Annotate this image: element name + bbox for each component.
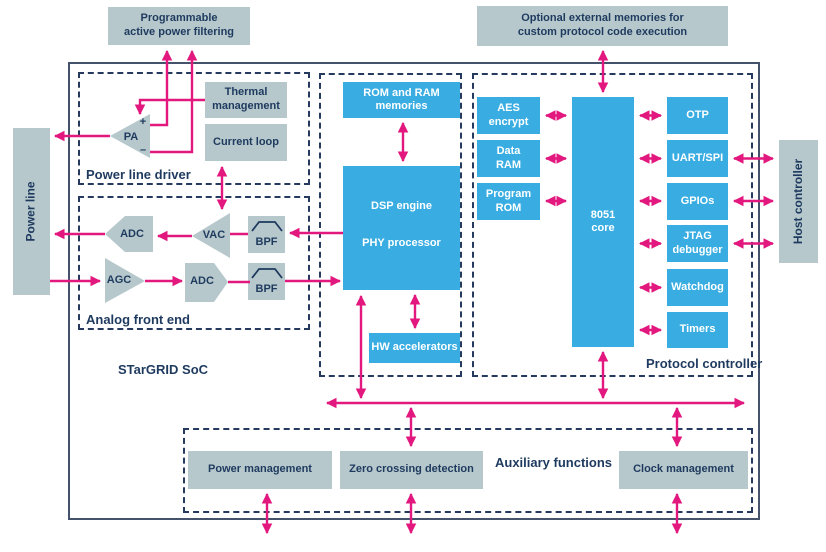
block-timers-label: Timers: [679, 323, 716, 336]
block-clock-management: Clock management: [619, 451, 748, 489]
block-rom-ram-label: ROM and RAM memories: [363, 86, 440, 112]
arrow-pa-plus-to-filtering: [150, 49, 173, 127]
block-gpios-label: GPIOs: [680, 194, 715, 207]
bandpass-icon: [251, 268, 283, 279]
region-protocol-controller: [472, 73, 753, 377]
block-power-management-label: Power management: [208, 463, 312, 476]
block-phy-processor-label: PHY processor: [362, 237, 441, 249]
label-adc-tx: ADC: [190, 275, 214, 287]
block-program-rom: Program ROM: [477, 183, 540, 220]
arrow-thermal-to-pa: [134, 98, 205, 116]
block-current-loop: Current loop: [205, 124, 287, 161]
block-data-ram: Data RAM: [477, 140, 540, 177]
block-current-loop-label: Current loop: [213, 135, 279, 148]
label-pa: PA: [123, 131, 139, 143]
block-power-filtering: Programmable active power filtering: [108, 7, 250, 45]
label-agc: AGC: [106, 274, 132, 286]
block-hw-accelerators-label: HW accelerators: [371, 341, 458, 354]
block-8051-core: 8051 core: [572, 97, 634, 347]
block-power-line: Power line: [13, 128, 50, 295]
label-pa-plus: +: [139, 116, 147, 128]
block-thermal-management-label: Thermal management: [212, 86, 280, 112]
adc-rx-shape: [105, 216, 153, 252]
label-bpf-tx: BPF: [255, 283, 278, 295]
block-program-rom-label: Program ROM: [485, 188, 532, 214]
block-rom-ram-memories: ROM and RAM memories: [343, 82, 460, 118]
label-pa-minus: –: [139, 144, 147, 156]
block-8051-core-label: 8051 core: [590, 208, 616, 234]
block-power-filtering-label: Programmable active power filtering: [123, 12, 235, 38]
block-aes-encrypt: AES encrypt: [477, 97, 540, 134]
label-power-line-driver: Power line driver: [86, 167, 191, 182]
block-uart-spi: UART/SPI: [667, 140, 728, 177]
signal-arrows: [50, 49, 775, 535]
block-uart-spi-label: UART/SPI: [671, 151, 724, 164]
block-timers: Timers: [667, 312, 728, 348]
block-dsp-phy-processor: DSP engine PHY processor: [343, 166, 460, 290]
pa-amplifier-shape: [110, 114, 150, 158]
block-external-memories-label: Optional external memories for custom pr…: [517, 12, 688, 38]
block-watchdog-label: Watchdog: [671, 280, 724, 293]
label-adc-rx: ADC: [120, 228, 144, 240]
region-power-line-driver: [78, 72, 310, 185]
block-dsp-engine-label: DSP engine: [371, 200, 432, 212]
analog-amplifier-shapes: [105, 114, 230, 303]
block-external-memories: Optional external memories for custom pr…: [477, 6, 728, 46]
label-analog-front-end: Analog front end: [86, 312, 190, 327]
block-watchdog: Watchdog: [667, 269, 728, 306]
block-gpios: GPIOs: [667, 183, 728, 220]
block-power-management: Power management: [188, 451, 332, 489]
label-stargrid-soc: STarGRID SoC: [118, 362, 209, 377]
label-auxiliary-functions: Auxiliary functions: [495, 455, 613, 470]
block-zero-crossing-detection: Zero crossing detection: [340, 451, 483, 489]
label-bpf-rx: BPF: [255, 236, 278, 248]
block-jtag-debugger: JTAG debugger: [667, 225, 728, 262]
block-clock-management-label: Clock management: [633, 463, 734, 476]
block-thermal-management: Thermal management: [205, 82, 287, 118]
label-protocol-controller: Protocol controller: [646, 356, 763, 371]
block-otp-label: OTP: [686, 108, 709, 121]
block-hw-accelerators: HW accelerators: [369, 333, 460, 363]
region-auxiliary-functions: [183, 428, 753, 513]
adc-tx-shape: [185, 263, 228, 302]
block-aes-encrypt-label: AES encrypt: [488, 102, 529, 128]
agc-shape: [105, 258, 145, 303]
region-analog-front-end: [78, 196, 310, 330]
block-jtag-debugger-label: JTAG debugger: [672, 230, 723, 256]
label-vac: VAC: [202, 229, 226, 241]
vac-shape: [192, 213, 230, 258]
block-host-controller: Host controller: [779, 140, 818, 263]
arrow-pa-minus-to-filtering: [150, 49, 198, 154]
block-data-ram-label: Data RAM: [495, 145, 522, 171]
bandpass-filter-icons: [251, 221, 283, 279]
region-phy-subsystem: [319, 73, 462, 377]
block-zero-crossing-label: Zero crossing detection: [349, 463, 474, 476]
bandpass-icon: [251, 221, 283, 232]
block-otp: OTP: [667, 97, 728, 134]
